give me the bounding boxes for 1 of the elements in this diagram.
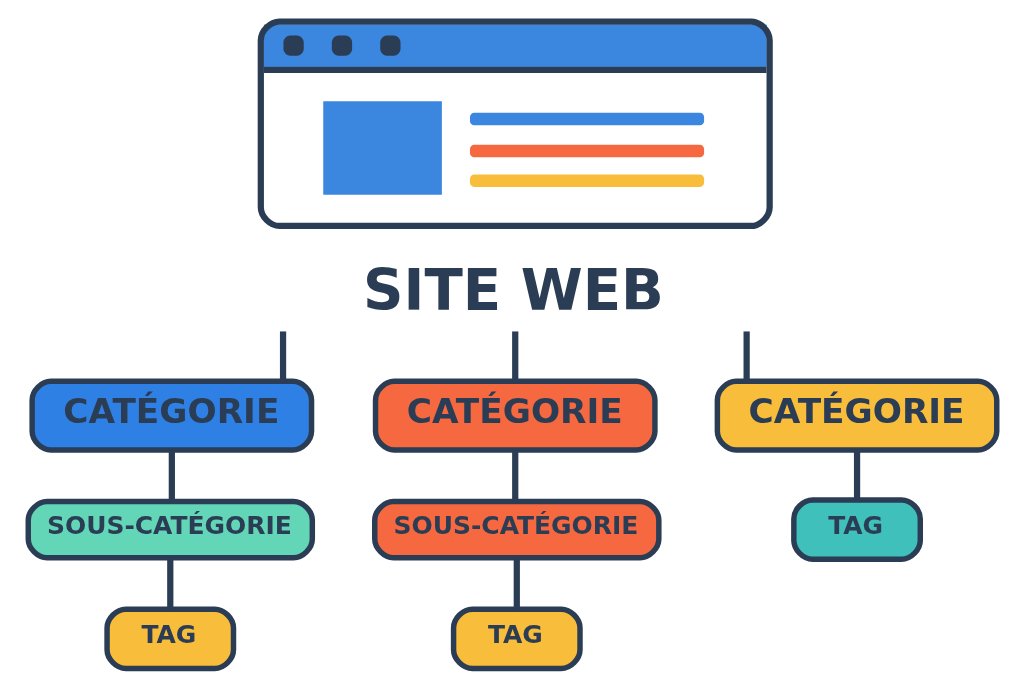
node-label: SITE WEB bbox=[362, 257, 664, 323]
